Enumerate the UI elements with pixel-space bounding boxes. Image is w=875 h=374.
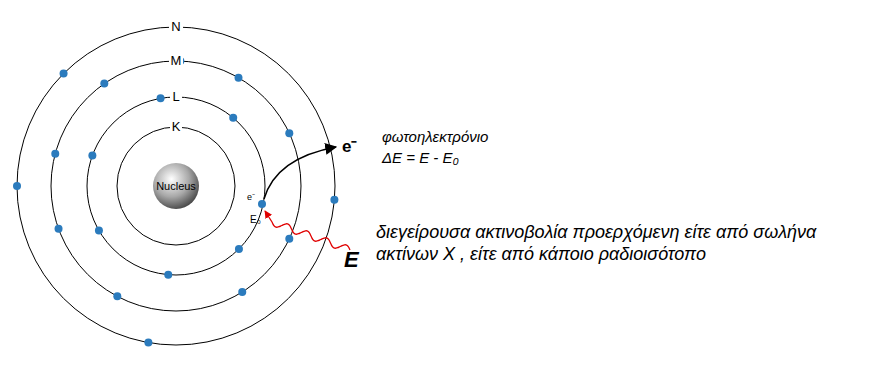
energy-equation: ΔE = E - E₀ xyxy=(382,150,459,167)
shell-letter: L xyxy=(170,90,181,104)
radiation-energy: E xyxy=(344,248,359,272)
electron xyxy=(258,200,266,208)
shell-k xyxy=(117,127,235,245)
electron xyxy=(235,245,243,253)
electron xyxy=(13,182,21,190)
shell-letter: K xyxy=(170,120,183,134)
electron xyxy=(235,74,243,82)
electron xyxy=(113,292,121,300)
electron-label: e⁻ xyxy=(245,193,257,203)
shell-l xyxy=(87,97,265,275)
electron-shells xyxy=(17,27,335,345)
exciting-radiation xyxy=(272,222,350,250)
electron xyxy=(60,70,68,78)
photoelectron-path xyxy=(264,147,336,199)
nucleus-circle: Nucleus xyxy=(152,162,200,210)
electron xyxy=(238,288,246,296)
electron xyxy=(330,196,338,204)
binding-energy: E₀ xyxy=(250,214,261,225)
shell-m xyxy=(51,61,301,311)
nucleus-fill xyxy=(153,163,199,209)
shell-letter: N xyxy=(169,20,182,34)
radiation-head xyxy=(265,211,272,222)
electron xyxy=(285,235,293,243)
radiation-caption: διεγείρουσα ακτινοβολία προερχόμενη είτε… xyxy=(376,221,858,265)
photoelectron-symbol: e⁻ xyxy=(342,138,357,157)
electron xyxy=(144,339,152,347)
shell-letter: M xyxy=(169,54,184,68)
electrons xyxy=(13,57,338,347)
electron xyxy=(229,114,237,122)
electron xyxy=(51,150,59,158)
electron xyxy=(285,129,293,137)
nucleus-label: Nucleus xyxy=(156,180,196,192)
electron xyxy=(88,152,96,160)
shell-n xyxy=(17,27,335,345)
electron xyxy=(55,225,63,233)
electron xyxy=(164,271,172,279)
photoelectron-caption: φωτοηλεκτρόνιο xyxy=(382,129,488,146)
electron xyxy=(95,227,103,235)
electron xyxy=(157,94,165,102)
electron xyxy=(100,80,108,88)
